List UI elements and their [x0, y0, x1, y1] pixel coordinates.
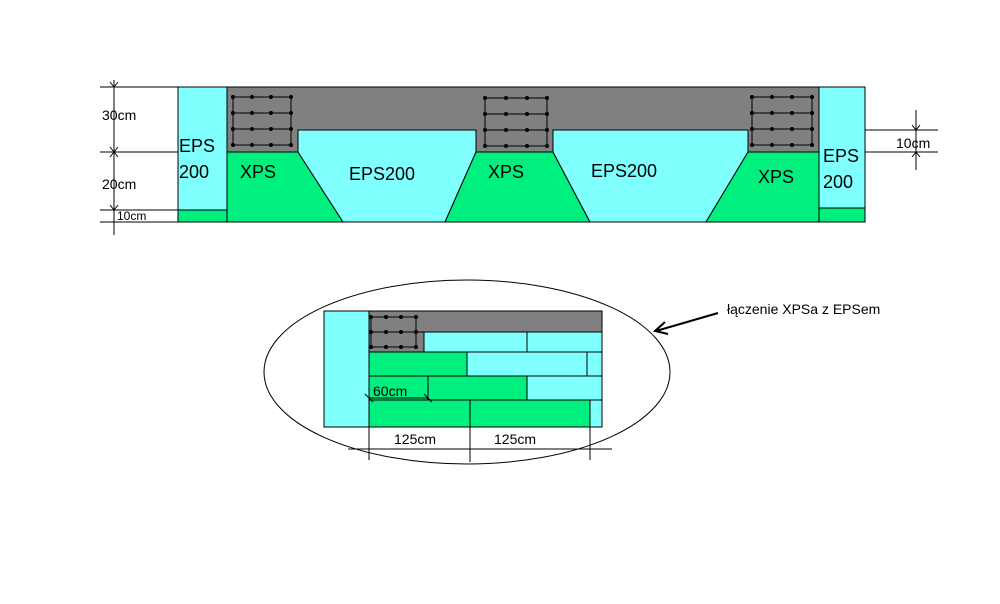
xps-right-label: XPS: [758, 167, 794, 187]
xps-center-label: XPS: [488, 162, 524, 182]
eps-right-label-1: EPS: [823, 146, 859, 166]
detail-eps-block-r3-c: [526, 375, 603, 401]
dim-60cm-label: 60cm: [373, 383, 407, 399]
dim-10cm-right-label: 10cm: [896, 135, 930, 151]
detail-xps-block-r4-b: [469, 399, 591, 428]
detail-eps-block-r1-a: [423, 331, 528, 353]
dim-20cm-label: 20cm: [102, 176, 136, 192]
detail-rebar-cage: [369, 315, 418, 349]
dim-125cm-a-label: 125cm: [394, 431, 436, 447]
eps200-center-left-label: EPS200: [349, 164, 415, 184]
detail-section: 60cm 125cm 125cm łączenie XPSa z EPSem: [263, 279, 880, 465]
eps-left-label-1: EPS: [179, 136, 215, 156]
rebar-cage-center: [483, 96, 549, 148]
xps-strip-right: [818, 207, 866, 223]
detail-xps-block-r2-a: [368, 351, 468, 377]
eps-column-right: [818, 86, 866, 209]
detail-dim-125cm: [348, 427, 612, 462]
detail-eps-block-r2-b: [466, 351, 588, 377]
detail-xps-block-r3-b: [427, 375, 528, 401]
detail-ellipse: [263, 279, 671, 465]
dimension-lines-left: [100, 80, 178, 235]
detail-xps-block-r4-a: [368, 399, 471, 428]
detail-eps-block-r4-c: [589, 399, 603, 428]
dimension-lines-right: [865, 110, 938, 170]
eps-right-label-2: 200: [823, 172, 853, 192]
xps-left-label: XPS: [240, 162, 276, 182]
rebar-cage-left: [231, 95, 293, 147]
detail-eps-column: [323, 310, 370, 428]
eps-column-left: [177, 86, 228, 211]
rebar-cage-right: [750, 95, 814, 147]
dim-10cm-bottom-label: 10cm: [117, 209, 146, 223]
detail-dim-60cm: [364, 393, 433, 403]
xps-strip-left: [177, 209, 228, 223]
eps200-center-right-label: EPS200: [591, 161, 657, 181]
top-cross-section: EPS 200 EPS 200 XPS XPS XPS EPS200 EPS20…: [100, 80, 938, 235]
detail-concrete-top: [368, 310, 603, 333]
eps-left-label-2: 200: [179, 162, 209, 182]
annotation-arrow: [652, 312, 719, 335]
detail-eps-block-r1-b: [526, 331, 603, 353]
dim-30cm-label: 30cm: [102, 107, 136, 123]
detail-eps-block-r2-c: [586, 351, 603, 377]
dim-125cm-b-label: 125cm: [494, 431, 536, 447]
annotation-label: łączenie XPSa z EPSem: [727, 301, 880, 317]
